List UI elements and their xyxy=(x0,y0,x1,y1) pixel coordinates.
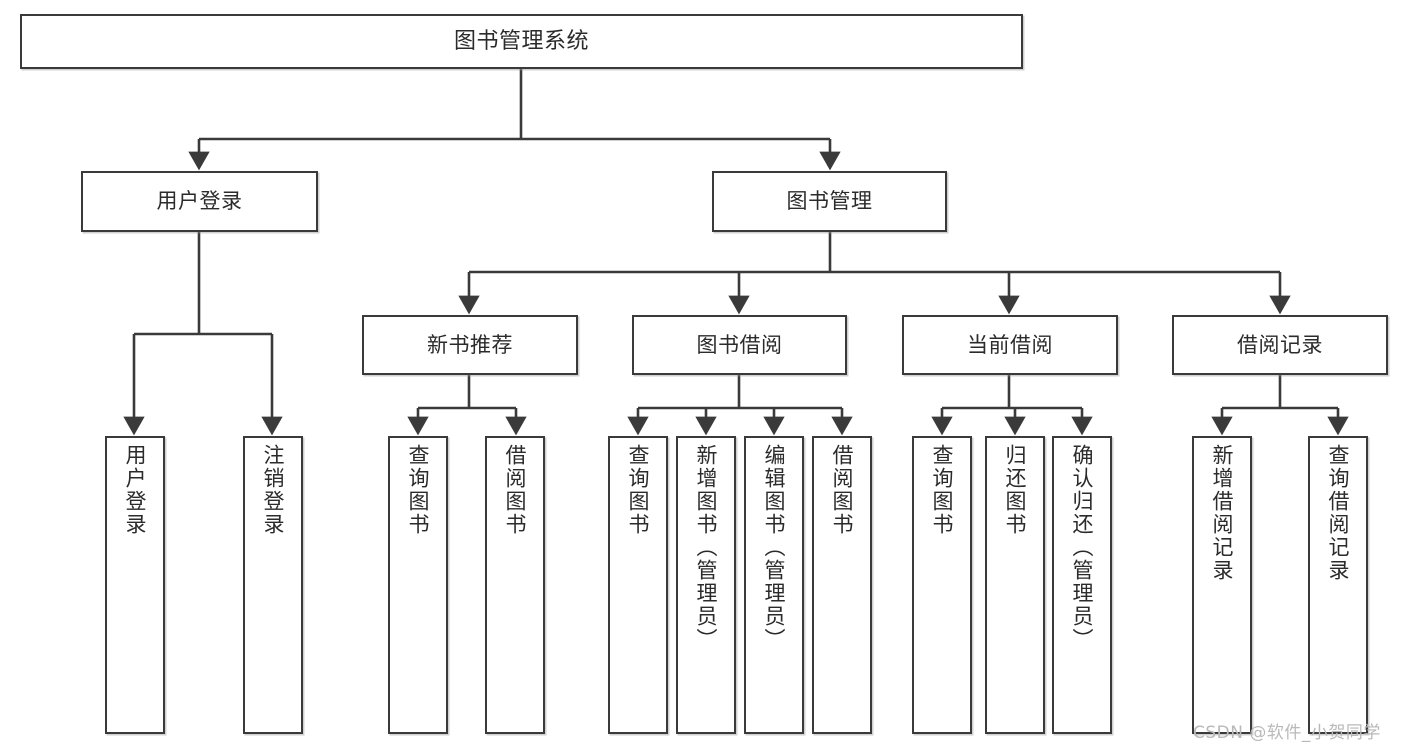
node-leaf-confirm-return[interactable]: 确认归还（管理员） xyxy=(1052,436,1112,734)
node-leaf-add-book[interactable]: 新增图书（管理员） xyxy=(676,436,736,734)
node-book-borrow[interactable]: 图书借阅 xyxy=(632,315,847,375)
node-leaf-borrow-book-2-label: 借阅图书 xyxy=(830,444,855,536)
node-book-borrow-label: 图书借阅 xyxy=(696,332,783,357)
node-user-login-label: 用户登录 xyxy=(156,189,243,214)
node-book-manage-label: 图书管理 xyxy=(786,189,873,214)
node-leaf-user-login[interactable]: 用户登录 xyxy=(105,436,165,734)
node-leaf-add-record[interactable]: 新增借阅记录 xyxy=(1192,436,1252,734)
node-leaf-borrow-book-1-label: 借阅图书 xyxy=(503,444,528,536)
node-leaf-edit-book[interactable]: 编辑图书（管理员） xyxy=(744,436,804,734)
watermark: CSDN @软件_小贺同学 xyxy=(1193,723,1381,743)
node-leaf-query-record-label: 查询借阅记录 xyxy=(1326,444,1351,582)
node-leaf-return-book-label: 归还图书 xyxy=(1003,444,1028,536)
node-new-book-rec-label: 新书推荐 xyxy=(427,332,513,357)
node-leaf-query-book-1-label: 查询图书 xyxy=(406,444,431,536)
node-leaf-query-book-2-label: 查询图书 xyxy=(626,444,651,536)
node-leaf-query-book-2[interactable]: 查询图书 xyxy=(608,436,668,734)
node-borrow-record-label: 借阅记录 xyxy=(1237,332,1323,357)
node-leaf-add-book-label: 新增图书（管理员） xyxy=(694,444,719,651)
node-leaf-query-record[interactable]: 查询借阅记录 xyxy=(1308,436,1368,734)
node-leaf-confirm-return-label: 确认归还（管理员） xyxy=(1070,444,1095,651)
node-leaf-return-book[interactable]: 归还图书 xyxy=(985,436,1045,734)
node-current-borrow[interactable]: 当前借阅 xyxy=(902,315,1118,375)
node-leaf-query-book-3-label: 查询图书 xyxy=(930,444,955,536)
node-leaf-add-record-label: 新增借阅记录 xyxy=(1210,444,1235,582)
node-leaf-edit-book-label: 编辑图书（管理员） xyxy=(762,444,787,651)
node-root[interactable]: 图书管理系统 xyxy=(20,14,1023,69)
node-borrow-record[interactable]: 借阅记录 xyxy=(1172,315,1388,375)
node-leaf-query-book-1[interactable]: 查询图书 xyxy=(388,436,448,734)
node-user-login[interactable]: 用户登录 xyxy=(81,171,318,232)
node-leaf-logout[interactable]: 注销登录 xyxy=(243,436,303,734)
node-book-manage[interactable]: 图书管理 xyxy=(712,171,947,232)
node-new-book-rec[interactable]: 新书推荐 xyxy=(362,315,578,375)
node-leaf-borrow-book-2[interactable]: 借阅图书 xyxy=(812,436,872,734)
node-leaf-user-login-label: 用户登录 xyxy=(123,444,148,536)
node-leaf-logout-label: 注销登录 xyxy=(261,444,286,536)
node-leaf-borrow-book-1[interactable]: 借阅图书 xyxy=(485,436,545,734)
node-root-label: 图书管理系统 xyxy=(453,28,589,54)
node-leaf-query-book-3[interactable]: 查询图书 xyxy=(912,436,972,734)
node-current-borrow-label: 当前借阅 xyxy=(967,332,1053,357)
